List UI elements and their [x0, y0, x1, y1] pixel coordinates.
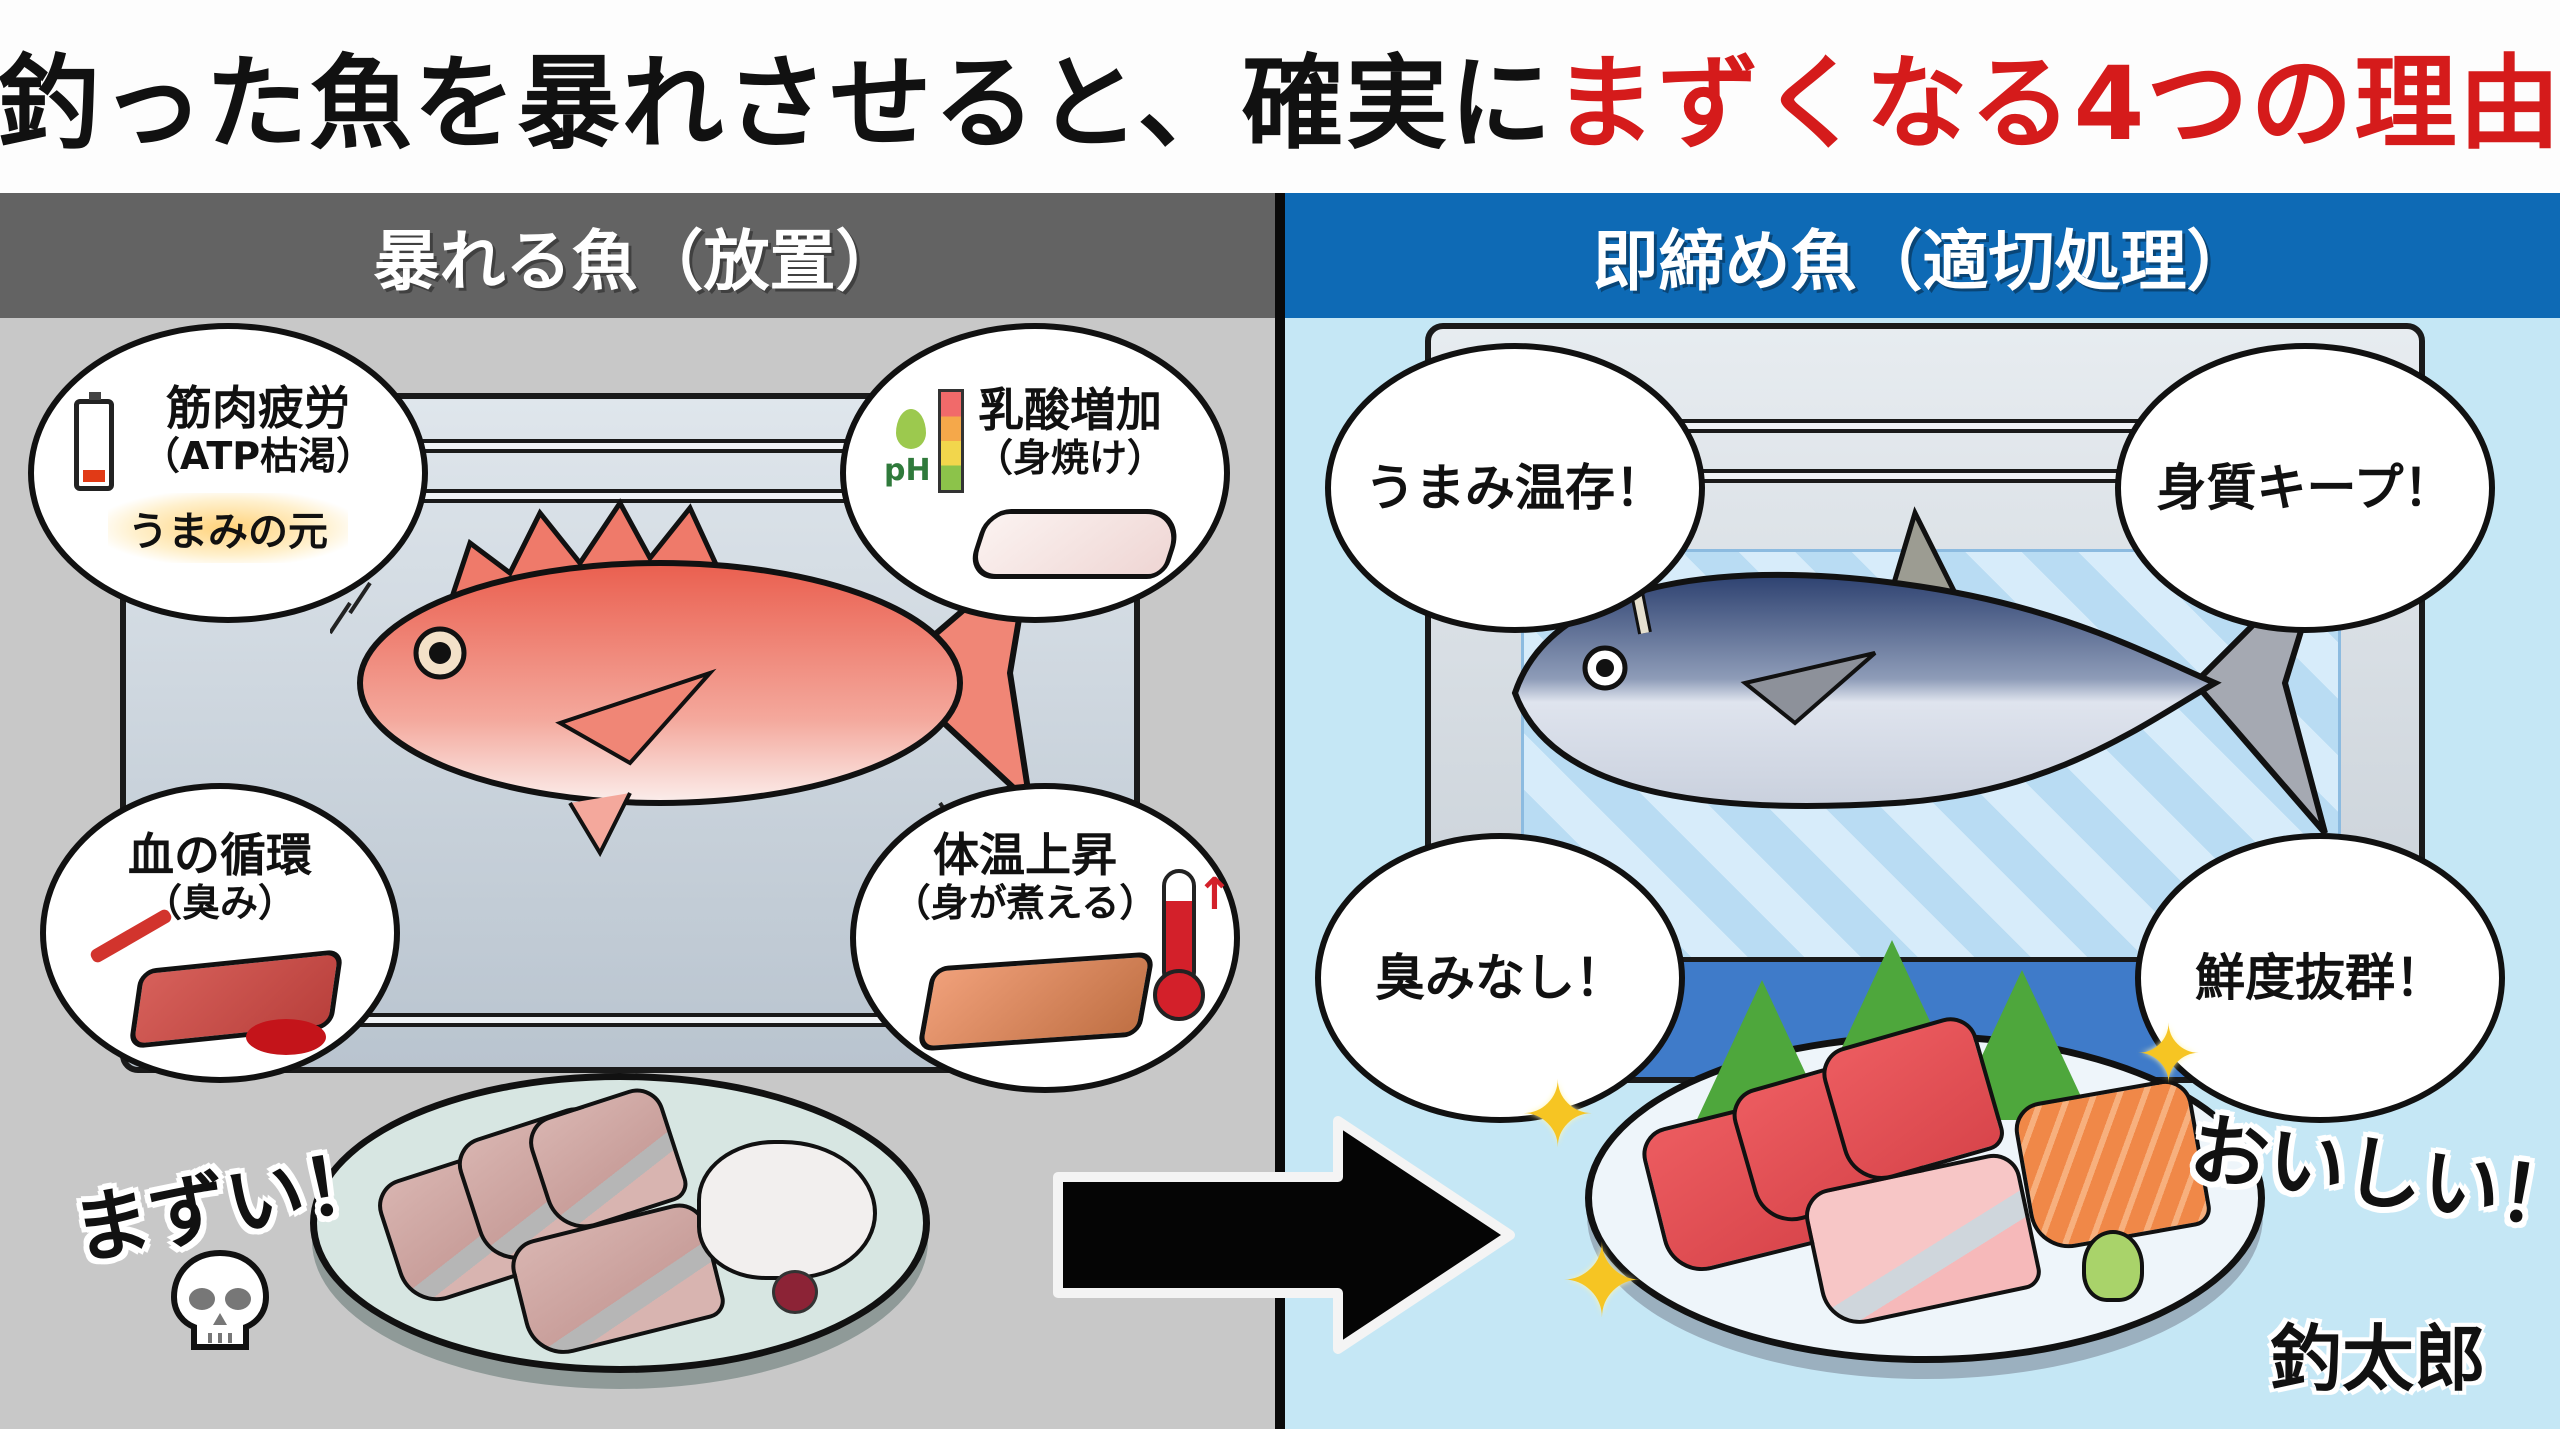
bubble-subtitle: （ATP枯渇）	[141, 433, 375, 478]
ph-scale-icon	[938, 389, 964, 493]
bubble-no-odor: 臭みなし！	[1315, 833, 1685, 1123]
title-black-part: 釣った魚を暴れさせると、確実に	[0, 44, 1554, 164]
skull-icon	[168, 1247, 272, 1357]
drop-icon	[896, 409, 926, 449]
umami-source-label: うまみの元	[108, 493, 348, 564]
thermometer-bulb	[1153, 969, 1205, 1021]
bubble-title: 筋肉疲労	[166, 380, 350, 435]
blood-vessel-icon	[88, 907, 174, 965]
plate-fresh-sashimi	[1585, 940, 2265, 1363]
wasabi-icon	[2082, 1230, 2144, 1302]
battery-low-icon	[74, 392, 114, 491]
bubble-title: 身質キープ！	[2156, 458, 2454, 517]
pale-fillet-icon	[964, 509, 1188, 579]
plate-bad-sashimi	[310, 1073, 930, 1373]
blood-pool-icon	[246, 1019, 326, 1055]
sparkle-icon: ✦	[2135, 1008, 2203, 1101]
sparkle-icon: ✦	[1560, 1223, 1644, 1340]
title-red-part: まずくなる4つの理由	[1553, 44, 2560, 164]
ph-label: pH	[884, 453, 931, 488]
bubble-title: 臭みなし！	[1375, 948, 1625, 1007]
red-sea-bream-icon	[330, 483, 1050, 863]
panel-ikejime-fish: 即締め魚（適切処理） うまみ温存！ 身質キープ！ 臭みなし！ 鮮度抜群！	[1285, 193, 2560, 1429]
bubble-title: 血の循環	[128, 827, 312, 882]
bubble-title: 乳酸増加	[978, 382, 1162, 437]
panel-header-left: 暴れる魚（放置）	[0, 193, 1275, 318]
sparkle-icon: ✦	[1520, 1063, 1596, 1168]
panel-thrashing-fish: 暴れる魚（放置） 筋肉疲労 （ATP枯渇） うまみの元 pH 乳酸増加 （身焼	[0, 193, 1275, 1429]
salmon-slice	[2010, 1075, 2214, 1255]
bubble-title: 体温上昇	[933, 827, 1117, 882]
arrow-right-icon	[1048, 1115, 1518, 1355]
bubble-umami-preserved: うまみ温存！	[1325, 343, 1705, 633]
cooked-fillet-icon	[916, 951, 1156, 1052]
page-title: 釣った魚を暴れさせると、確実にまずくなる4つの理由	[0, 22, 2560, 169]
panel-divider	[1275, 193, 1285, 1429]
title-bar: 釣った魚を暴れさせると、確実にまずくなる4つの理由	[0, 0, 2560, 190]
thermometer-icon	[1162, 869, 1196, 989]
bubble-subtitle: （身焼け）	[974, 435, 1165, 480]
bubble-lactic-acid: pH 乳酸増加 （身焼け）	[840, 323, 1230, 623]
bubble-freshness: 鮮度抜群！	[2135, 833, 2505, 1123]
bubble-body-temperature: 体温上昇 （身が煮える） ↑	[850, 783, 1240, 1093]
panel-header-right: 即締め魚（適切処理）	[1285, 193, 2560, 318]
arrow-up-icon: ↑	[1196, 869, 1233, 920]
bubble-title: うまみ温存！	[1365, 458, 1665, 517]
daikon-garnish	[697, 1140, 877, 1280]
bubble-blood-circulation: 血の循環 （臭み）	[40, 783, 400, 1083]
bubble-title: 鮮度抜群！	[2195, 948, 2445, 1007]
bubble-texture-kept: 身質キープ！	[2115, 343, 2495, 633]
wilted-flower-icon	[772, 1270, 818, 1314]
bubble-subtitle: （身が煮える）	[892, 880, 1158, 925]
signature: 釣太郎	[2270, 1316, 2487, 1401]
bubble-muscle-fatigue: 筋肉疲労 （ATP枯渇） うまみの元	[28, 323, 428, 623]
